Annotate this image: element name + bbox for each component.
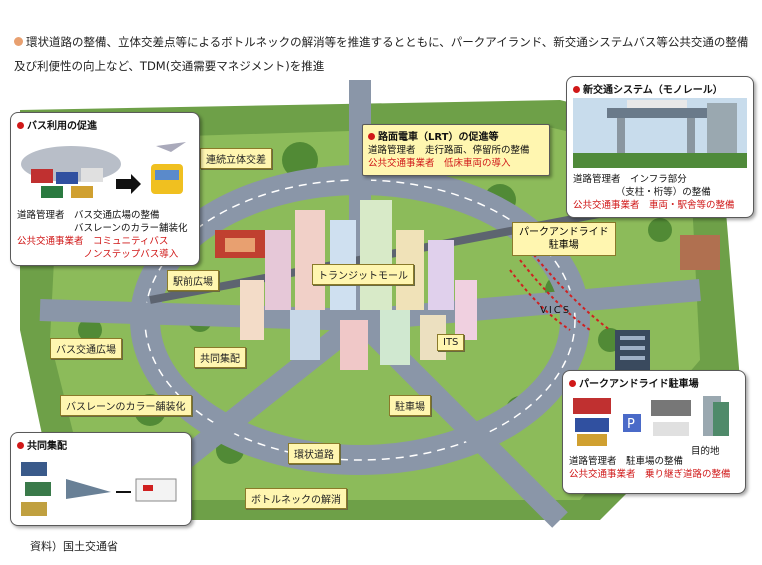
bus-box-line-4: ノンステップバス導入 bbox=[17, 249, 179, 260]
bus-illustration bbox=[21, 142, 186, 198]
label-joint-delivery: 共同集配 bbox=[194, 347, 246, 368]
delivery-box-title-text: 共同集配 bbox=[27, 441, 67, 452]
label-bus-plaza: バス交通広場 bbox=[50, 338, 122, 359]
svg-text:P: P bbox=[627, 417, 635, 432]
source-note: 資料）国土交通省 bbox=[30, 540, 118, 553]
label-its: ITS bbox=[437, 334, 465, 351]
bus-promotion-box: バス利用の促進 道路管理者 バス交通広場の整備 バスレーンのカラー舗装化 公共交… bbox=[10, 112, 200, 266]
bus-box-line-1: 道路管理者 バス交通広場の整備 bbox=[17, 210, 160, 221]
bullet-icon bbox=[17, 442, 24, 449]
pr-box-line-1: 道路管理者 駐車場の整備 bbox=[569, 456, 684, 467]
label-bottleneck: ボトルネックの解消 bbox=[245, 488, 347, 509]
joint-delivery-box: 共同集配 bbox=[10, 432, 192, 526]
delivery-box-title: 共同集配 bbox=[11, 433, 191, 454]
bus-box-line-2: バスレーンのカラー舗装化 bbox=[17, 223, 188, 234]
lrt-box-line-2: 公共交通事業者 低床車両の導入 bbox=[368, 158, 511, 169]
monorail-illustration bbox=[573, 98, 747, 168]
label-station-plaza: 駅前広場 bbox=[167, 270, 219, 291]
park-ride-box: パークアンドライド駐車場 P 目的地 道路管理者 駐車場の整備 公共交通事業者 … bbox=[562, 370, 746, 494]
pr-box-title-text: パークアンドライド駐車場 bbox=[579, 379, 699, 390]
label-parking: 駐車場 bbox=[389, 395, 431, 416]
city-illustration bbox=[20, 80, 740, 528]
intro-sentence: 環状道路の整備、立体交差点等によるボトルネックの解消等を推進するとともに、パーク… bbox=[14, 35, 749, 73]
bus-box-title: バス利用の促進 bbox=[11, 113, 199, 134]
delivery-illustration bbox=[21, 462, 177, 516]
mono-box-title-text: 新交通システム（モノレール） bbox=[583, 85, 723, 96]
bullet-icon bbox=[14, 37, 23, 46]
lrt-box-title: 路面電車（LRT）の促進等 bbox=[363, 125, 549, 144]
mono-box-line-1: 道路管理者 インフラ部分 bbox=[573, 174, 687, 185]
bullet-icon bbox=[573, 86, 580, 93]
label-overpass: 連続立体交差 bbox=[200, 148, 272, 169]
park-ride-illustration: P bbox=[573, 396, 729, 446]
bus-box-line-3: 公共交通事業者 コミュニティバス bbox=[17, 236, 169, 247]
mono-box-line-3: 公共交通事業者 車両・駅舎等の整備 bbox=[573, 200, 735, 211]
lrt-box-line-1: 道路管理者 走行路面、停留所の整備 bbox=[368, 145, 530, 156]
pr-box-line-2: 公共交通事業者 乗り継ぎ道路の整備 bbox=[569, 469, 731, 480]
label-ring-road: 環状道路 bbox=[288, 443, 340, 464]
pr-box-title: パークアンドライド駐車場 bbox=[563, 371, 745, 392]
lrt-box-title-text: 路面電車（LRT）の促進等 bbox=[378, 132, 499, 143]
label-park-ride: パークアンドライド 駐車場 bbox=[512, 222, 616, 256]
label-transit-mall: トランジットモール bbox=[312, 264, 414, 285]
mono-box-title: 新交通システム（モノレール） bbox=[567, 77, 753, 98]
monorail-box: 新交通システム（モノレール） 道路管理者 インフラ部分 （支柱・桁等）の整備 公… bbox=[566, 76, 754, 218]
bus-box-title-text: バス利用の促進 bbox=[27, 121, 97, 132]
bullet-icon bbox=[368, 133, 375, 140]
label-buslane: バスレーンのカラー舗装化 bbox=[60, 395, 192, 416]
lrt-box: 路面電車（LRT）の促進等 道路管理者 走行路面、停留所の整備 公共交通事業者 … bbox=[362, 124, 550, 176]
pr-destination: 目的地 bbox=[691, 446, 720, 457]
intro-text: 環状道路の整備、立体交差点等によるボトルネックの解消等を推進するとともに、パーク… bbox=[14, 30, 754, 78]
mono-box-line-2: （支柱・桁等）の整備 bbox=[573, 187, 711, 198]
bullet-icon bbox=[17, 122, 24, 129]
bullet-icon bbox=[569, 380, 576, 387]
label-vics: VICS bbox=[540, 305, 572, 316]
